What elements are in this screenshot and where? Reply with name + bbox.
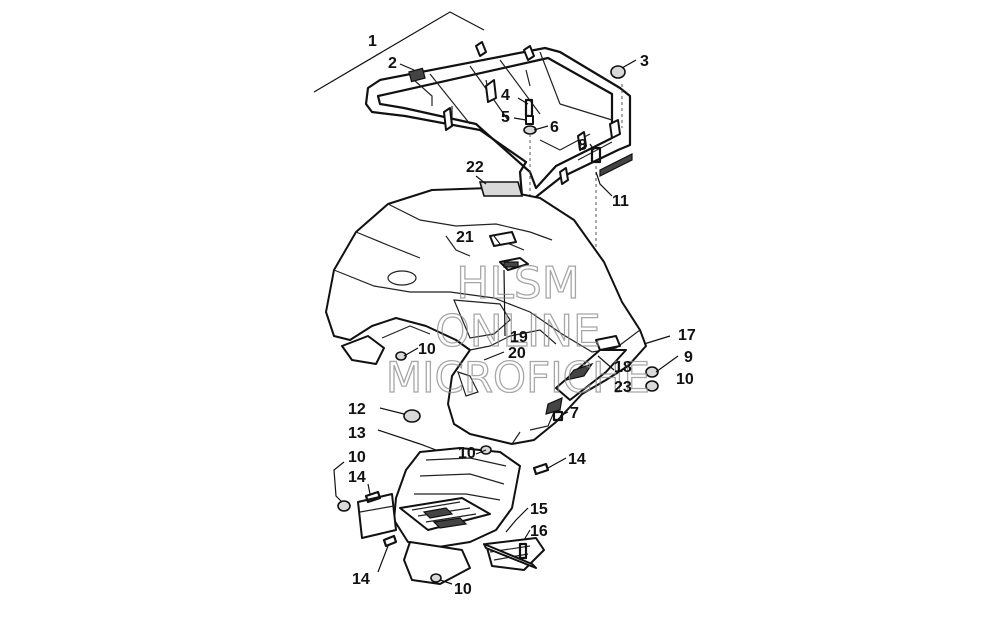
callout-16: 16 <box>530 523 548 540</box>
callout-10-a: 10 <box>418 341 436 358</box>
callout-7: 7 <box>570 405 579 422</box>
callout-22: 22 <box>466 159 484 176</box>
callout-labels: 1 2 3 4 5 6 8 11 22 21 19 20 10 17 18 23… <box>348 33 696 598</box>
callout-21: 21 <box>456 229 474 246</box>
callout-14-b: 14 <box>348 469 366 486</box>
callout-1-bracket <box>313 11 485 93</box>
callout-1: 1 <box>368 33 377 50</box>
callout-14-c: 14 <box>352 571 370 588</box>
decal-22 <box>478 181 524 197</box>
callout-18: 18 <box>614 359 632 376</box>
callout-23: 23 <box>614 379 632 396</box>
callout-4: 4 <box>501 87 510 104</box>
callout-10-c: 10 <box>458 445 476 462</box>
callout-12: 12 <box>348 401 366 418</box>
watermark-line-3: MICROFICHE <box>386 353 650 402</box>
watermark-line-1: HLSM <box>456 258 580 309</box>
callout-10-b: 10 <box>676 371 694 388</box>
watermark: HLSM ONLINE MICROFICHE <box>385 257 650 402</box>
callout-9: 9 <box>684 349 693 366</box>
callout-6: 6 <box>550 119 559 136</box>
callout-11: 11 <box>612 193 629 210</box>
callout-20: 20 <box>508 345 526 362</box>
callout-10-d: 10 <box>348 449 366 466</box>
step-plate-15 <box>483 543 537 569</box>
leader-lines <box>333 59 679 585</box>
callout-14-a: 14 <box>568 451 586 468</box>
watermark-line-2: ONLINE <box>435 306 601 357</box>
decal-21 <box>489 231 517 247</box>
callout-3: 3 <box>640 53 649 70</box>
fasteners <box>337 351 659 583</box>
callout-5: 5 <box>501 109 510 126</box>
footrest-assembly <box>357 447 545 585</box>
callout-10-e: 10 <box>454 581 472 598</box>
callout-19: 19 <box>510 329 528 346</box>
rear-fender <box>325 187 647 445</box>
callout-17: 17 <box>678 327 696 344</box>
callout-8: 8 <box>578 137 587 154</box>
rear-rack <box>364 41 633 202</box>
rack-hardware <box>523 65 626 164</box>
callout-13: 13 <box>348 425 366 442</box>
callout-2: 2 <box>388 55 397 72</box>
callout-15: 15 <box>530 501 548 518</box>
